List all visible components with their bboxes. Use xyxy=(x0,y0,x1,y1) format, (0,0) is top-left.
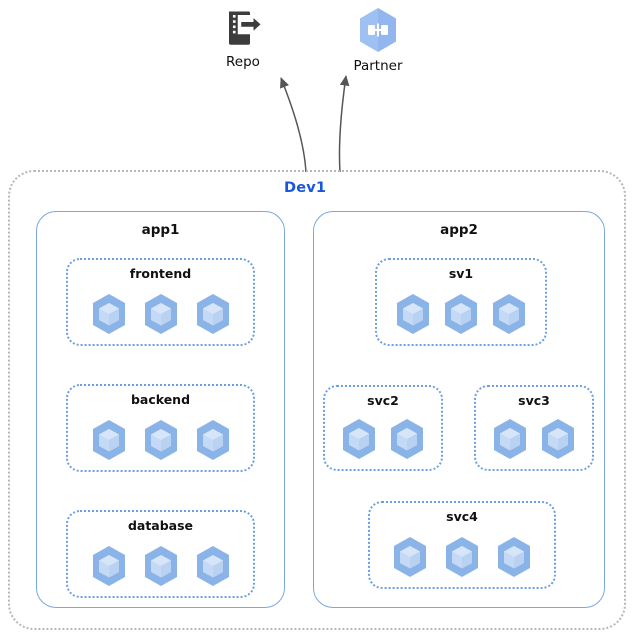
pod-icon[interactable] xyxy=(442,535,482,579)
pod-row-svc4 xyxy=(370,535,554,579)
app-title-app1: app1 xyxy=(141,222,180,238)
external-node-partner[interactable]: Partner xyxy=(333,6,423,74)
pod-icon[interactable] xyxy=(89,544,129,588)
pod-row-frontend xyxy=(68,292,253,336)
partner-hexagon-icon xyxy=(356,6,400,54)
service-title-svc4: svc4 xyxy=(446,509,478,524)
external-node-repo[interactable]: Repo xyxy=(198,8,288,70)
pod-icon[interactable] xyxy=(441,292,481,336)
pod-row-backend xyxy=(68,418,253,462)
service-title-frontend: frontend xyxy=(129,266,192,281)
connector-dev1-to-repo xyxy=(280,77,307,173)
service-title-svc3: svc3 xyxy=(518,393,550,408)
pod-row-svc3 xyxy=(476,417,592,461)
pod-icon[interactable] xyxy=(193,292,233,336)
app-title-app2: app2 xyxy=(440,222,478,238)
repository-icon xyxy=(222,8,264,50)
external-node-repo-label: Repo xyxy=(226,54,260,70)
pod-icon[interactable] xyxy=(89,292,129,336)
environment-label-dev1: Dev1 xyxy=(284,180,327,196)
service-title-sv1: sv1 xyxy=(448,266,474,281)
pod-icon[interactable] xyxy=(339,417,379,461)
service-box-svc2[interactable]: svc2 xyxy=(323,385,443,471)
service-box-sv1[interactable]: sv1 xyxy=(375,258,547,346)
pod-icon[interactable] xyxy=(538,417,578,461)
service-title-database: database xyxy=(127,518,194,533)
connector-dev1-to-partner xyxy=(338,75,350,173)
pod-icon[interactable] xyxy=(489,292,529,336)
pod-row-svc2 xyxy=(325,417,441,461)
external-node-partner-label: Partner xyxy=(353,58,403,74)
pod-icon[interactable] xyxy=(390,535,430,579)
pod-icon[interactable] xyxy=(141,418,181,462)
pod-icon[interactable] xyxy=(89,418,129,462)
service-box-backend[interactable]: backend xyxy=(66,384,255,472)
pod-row-sv1 xyxy=(377,292,545,336)
service-box-svc4[interactable]: svc4 xyxy=(368,501,556,589)
service-title-backend: backend xyxy=(130,392,191,407)
pod-icon[interactable] xyxy=(494,535,534,579)
service-box-svc3[interactable]: svc3 xyxy=(474,385,594,471)
environment-box-dev1[interactable] xyxy=(8,170,626,630)
pod-row-database xyxy=(68,544,253,588)
service-title-svc2: svc2 xyxy=(367,393,399,408)
service-box-database[interactable]: database xyxy=(66,510,255,598)
pod-icon[interactable] xyxy=(490,417,530,461)
pod-icon[interactable] xyxy=(393,292,433,336)
app-box-app1[interactable]: app1 xyxy=(36,211,285,608)
pod-icon[interactable] xyxy=(387,417,427,461)
pod-icon[interactable] xyxy=(141,292,181,336)
pod-icon[interactable] xyxy=(141,544,181,588)
pod-icon[interactable] xyxy=(193,544,233,588)
service-box-frontend[interactable]: frontend xyxy=(66,258,255,346)
pod-icon[interactable] xyxy=(193,418,233,462)
